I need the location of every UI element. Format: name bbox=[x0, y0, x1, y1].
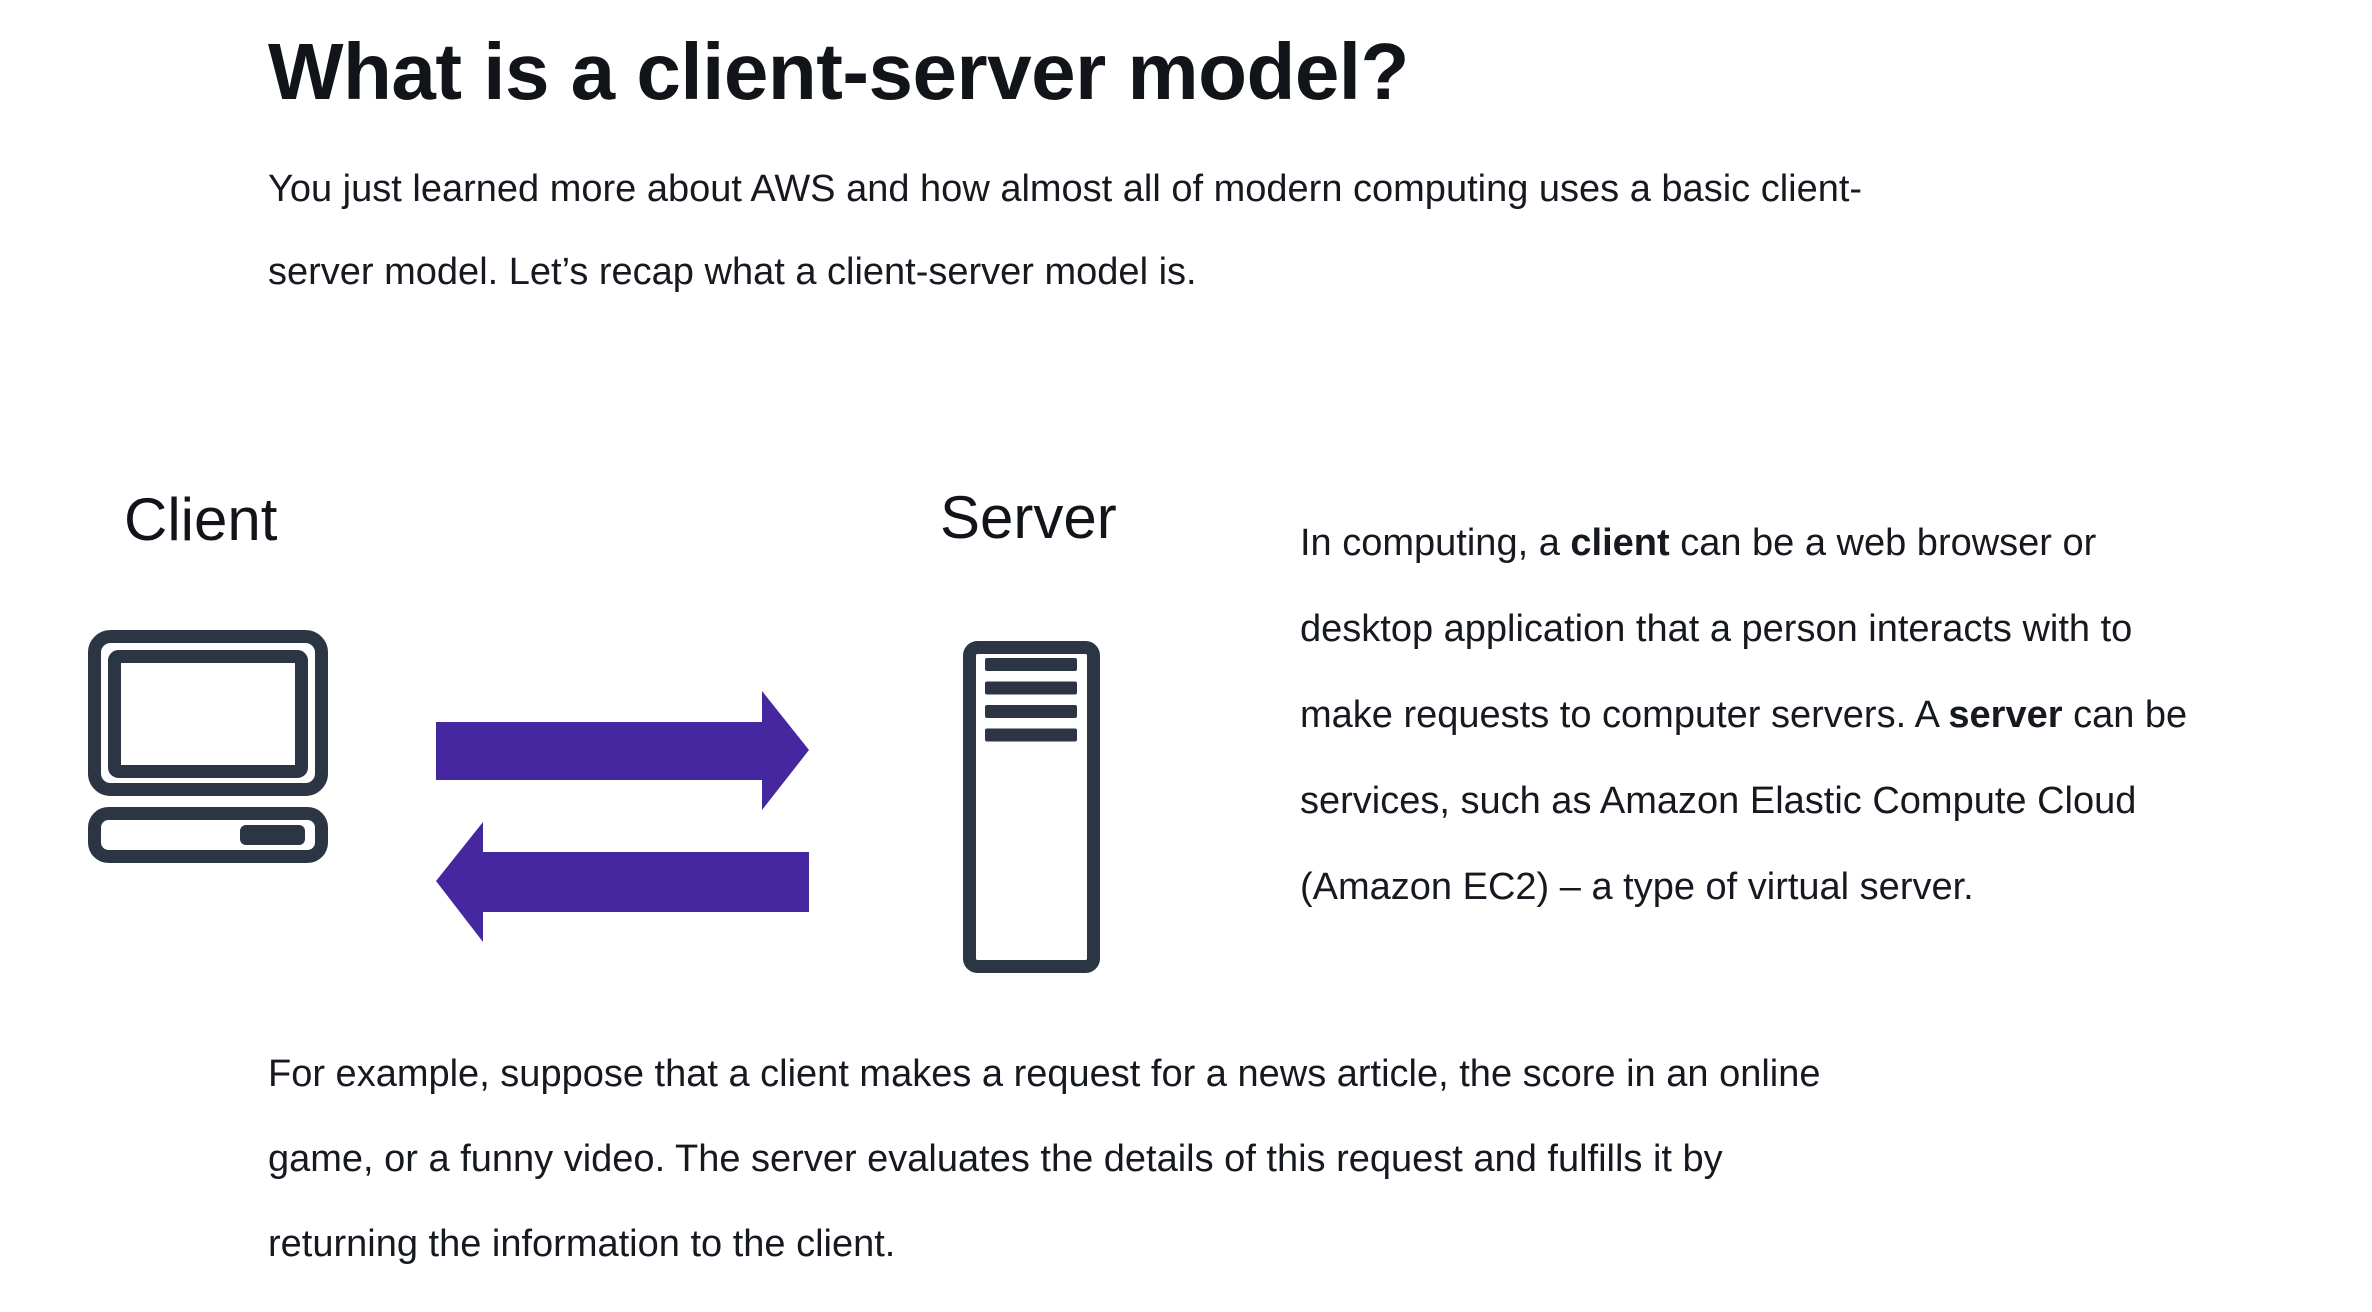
example-line-2: game, or a funny video. The server evalu… bbox=[268, 1138, 1723, 1180]
server-bar bbox=[985, 705, 1077, 718]
page-title: What is a client-server model? bbox=[268, 27, 1409, 116]
request-response-arrows bbox=[436, 691, 809, 942]
definition-line-2: desktop application that a person intera… bbox=[1300, 608, 2133, 650]
definition-text: can be a web browser or bbox=[1669, 522, 2097, 564]
server-bar bbox=[985, 658, 1077, 671]
definition-text: can be bbox=[2062, 694, 2188, 736]
desktop-computer-icon bbox=[88, 630, 328, 863]
example-line-3: returning the information to the client. bbox=[268, 1223, 896, 1265]
intro-line-2: server model. Let’s recap what a client-… bbox=[268, 251, 1197, 293]
intro-line-1: You just learned more about AWS and how … bbox=[268, 168, 1863, 210]
definition-text: make requests to computer servers. A bbox=[1300, 694, 1949, 736]
definition-line-1: In computing, a client can be a web brow… bbox=[1300, 500, 2187, 586]
example-paragraph: For example, suppose that a client makes… bbox=[268, 1032, 1821, 1287]
example-line-1: For example, suppose that a client makes… bbox=[268, 1053, 1821, 1095]
arrow-right-icon bbox=[436, 691, 809, 810]
definition-text: In computing, a bbox=[1300, 522, 1571, 564]
computer-base-slot bbox=[240, 825, 305, 845]
computer-base bbox=[88, 807, 328, 863]
monitor-screen bbox=[108, 650, 308, 778]
monitor-frame bbox=[88, 630, 328, 796]
definition-line-3: make requests to computer servers. A ser… bbox=[1300, 672, 2187, 758]
definition-line-5: (Amazon EC2) – a type of virtual server. bbox=[1300, 866, 1974, 908]
definition-line-4: services, such as Amazon Elastic Compute… bbox=[1300, 780, 2137, 822]
arrow-left-icon bbox=[436, 822, 809, 942]
intro-paragraph: You just learned more about AWS and how … bbox=[268, 148, 1862, 314]
client-label: Client bbox=[124, 486, 278, 553]
server-bar bbox=[985, 728, 1077, 742]
client-term: client bbox=[1570, 522, 1670, 564]
server-bar bbox=[985, 681, 1077, 695]
server-label: Server bbox=[940, 484, 1117, 551]
server-term: server bbox=[1948, 694, 2063, 736]
definition-paragraph: In computing, a client can be a web brow… bbox=[1300, 500, 2187, 930]
server-tower-icon bbox=[963, 641, 1100, 973]
server-frame bbox=[963, 641, 1100, 973]
